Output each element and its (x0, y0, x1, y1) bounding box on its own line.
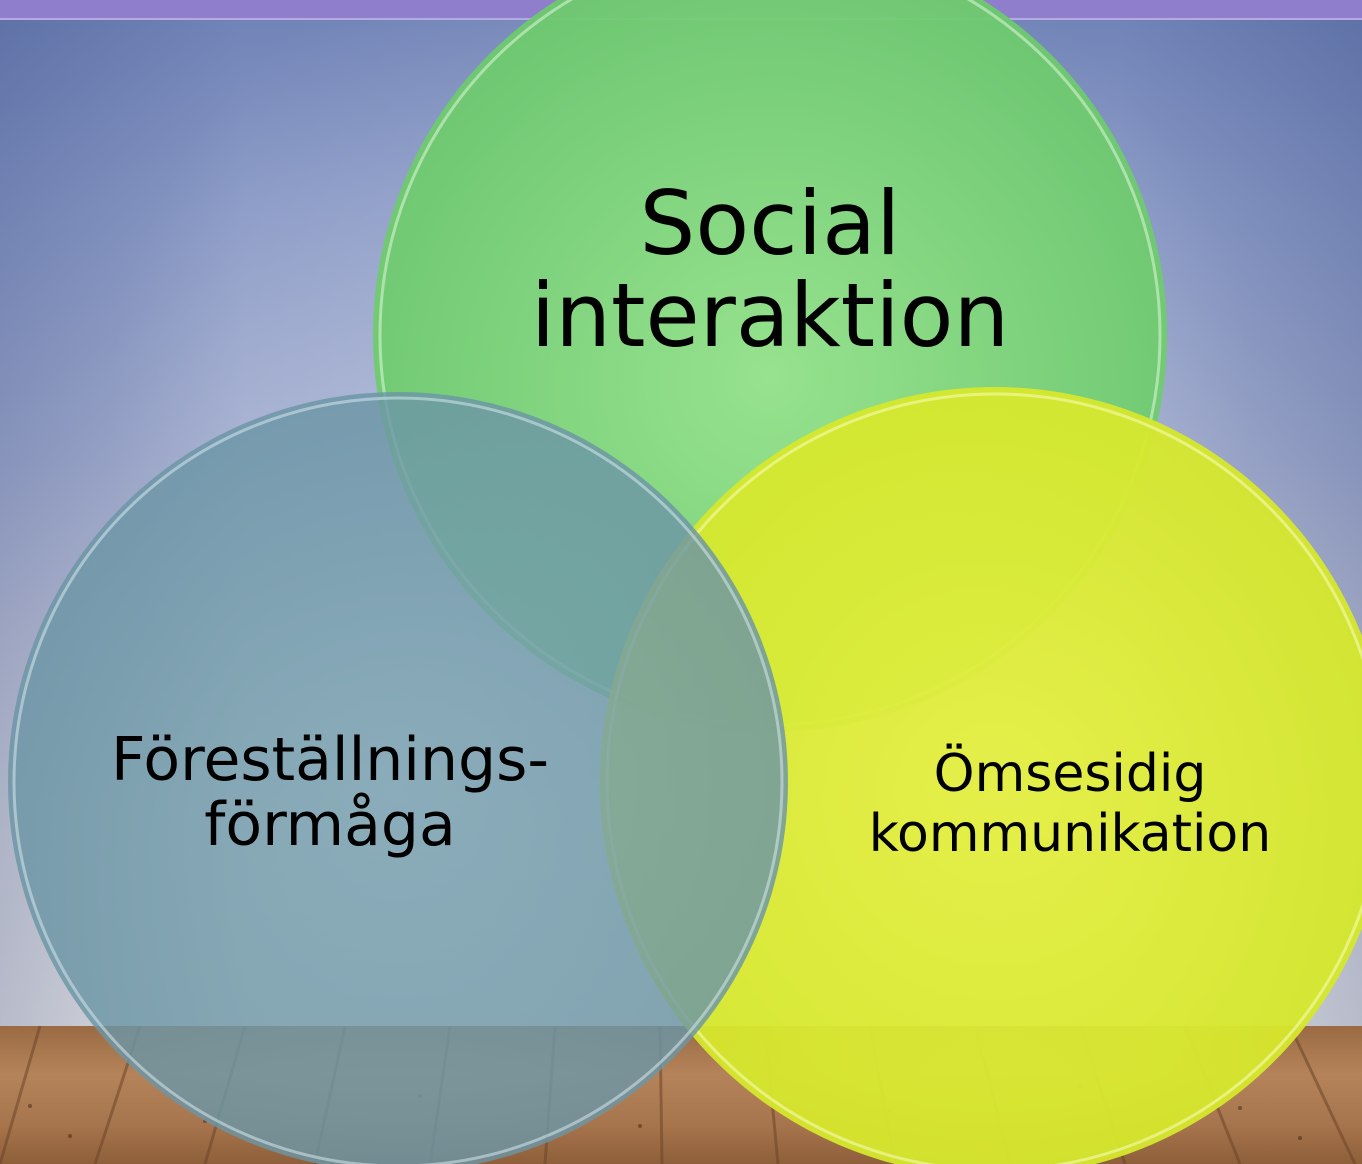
label-fore-line-1: Föreställnings- (111, 725, 549, 795)
label-forestallningsformaga: Föreställnings- förmåga (40, 728, 620, 858)
label-social-line-2: interaktion (530, 263, 1010, 367)
circle-forestallningsformaga (8, 392, 788, 1164)
label-fore-line-2: förmåga (204, 789, 456, 860)
label-omse-line-1: Ömsesidig (933, 744, 1207, 804)
label-omsesidig-kommunikation: Ömsesidig kommunikation (830, 744, 1310, 865)
label-social-interaktion: Social interaktion (470, 178, 1070, 361)
label-omse-line-2: kommunikation (868, 804, 1272, 865)
label-social-line-1: Social (639, 172, 901, 275)
